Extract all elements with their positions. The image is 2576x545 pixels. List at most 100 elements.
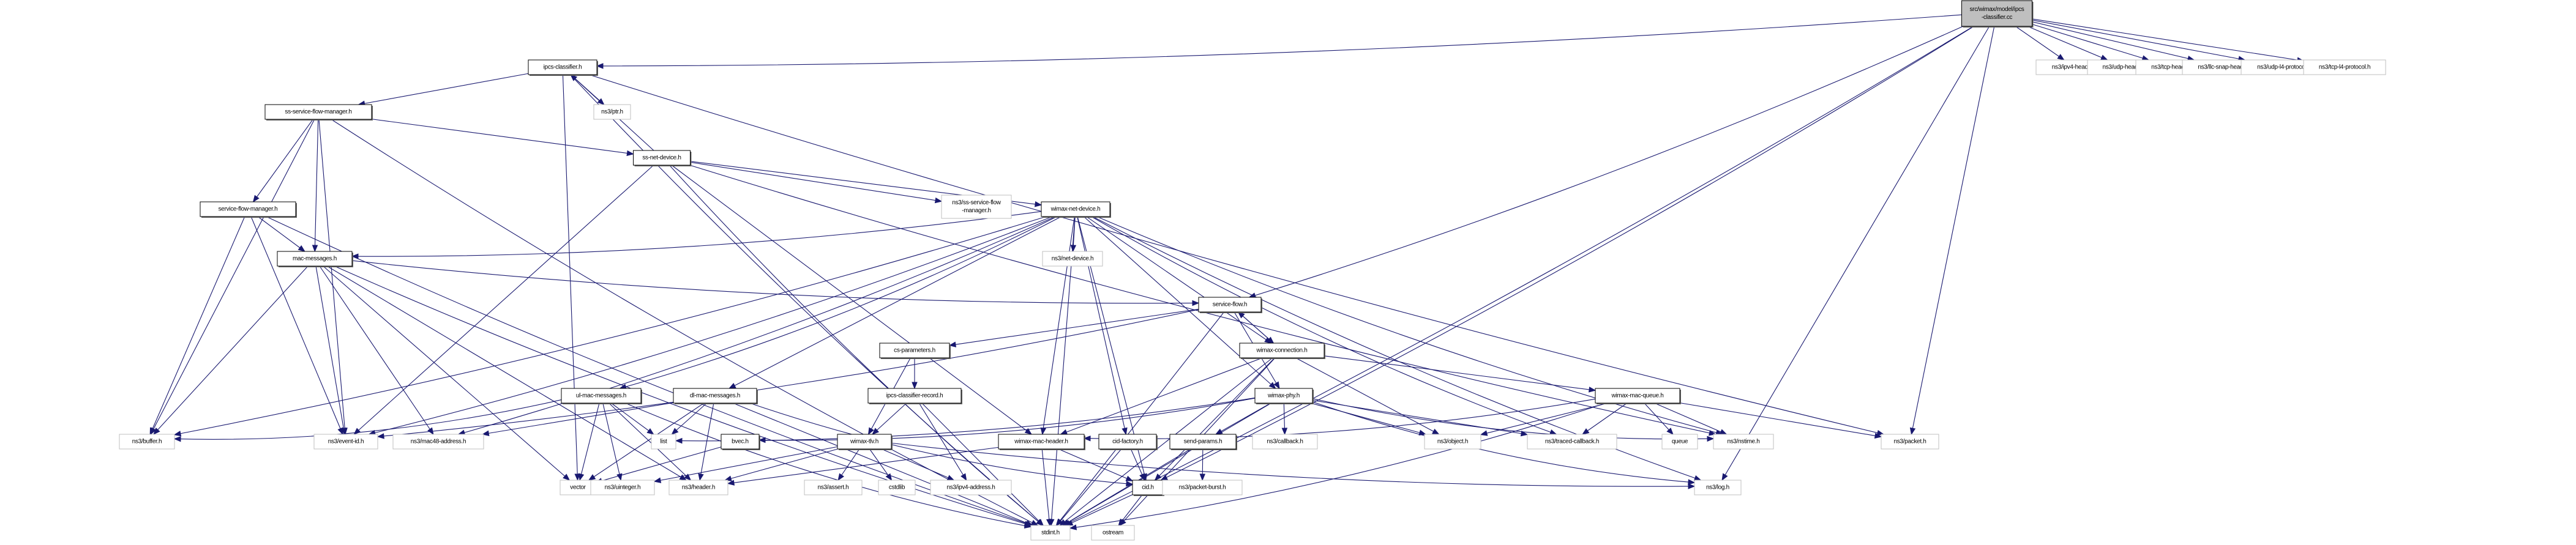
node-wimax-mac-queue-h[interactable]: wimax-mac-queue.h xyxy=(1595,388,1681,404)
edge-wimax_net_device_h-to-wimax_mac_header_h xyxy=(1042,216,1075,435)
node-box xyxy=(1694,480,1742,495)
edge-wimax_mac_header_h-to-stdint_h xyxy=(1041,448,1050,526)
node-box xyxy=(590,480,655,495)
node-label: src/wimax/model/ipcs xyxy=(1969,6,2024,13)
node-label: cid-factory.h xyxy=(1112,439,1143,445)
arrowhead-icon xyxy=(885,473,893,481)
edge-ss_net_device_h-to-ns3_event_id_h xyxy=(353,165,654,435)
node-ns3-net-device-h: ns3/net-device.h xyxy=(1042,251,1103,267)
node-ss-net-device-h[interactable]: ss-net-device.h xyxy=(633,150,692,166)
edge-mac_messages_h-to-ns3_buffer_h xyxy=(153,265,309,435)
node-label: ns3/udp-l4-protocol.h xyxy=(2257,64,2311,71)
node-queue: queue xyxy=(1661,434,1698,450)
node-ns3-assert-h: ns3/assert.h xyxy=(804,480,863,495)
node-send-params-h[interactable]: send-params.h xyxy=(1169,434,1237,450)
node-wimax-connection-h[interactable]: wimax-connection.h xyxy=(1239,343,1325,359)
node-ul-mac-messages-h[interactable]: ul-mac-messages.h xyxy=(561,388,642,404)
node-cid-h[interactable]: cid.h xyxy=(1132,480,1164,496)
node-label: ns3/udp-header.h xyxy=(2102,64,2147,71)
arrowhead-icon xyxy=(872,428,880,435)
node-box xyxy=(1162,480,1243,495)
arrowhead-icon xyxy=(727,480,735,486)
node-box xyxy=(930,480,1012,495)
node-box xyxy=(277,251,353,267)
arrowhead-icon xyxy=(1688,483,1696,489)
node-ipcs-classifier-record-h[interactable]: ipcs-classifier-record.h xyxy=(867,388,962,404)
edge-dl_mac_messages_h-to-stdint_h xyxy=(733,402,1033,526)
edge-bvec_h-to-vector xyxy=(595,447,722,483)
arrowhead-icon xyxy=(646,428,654,435)
node-cstdlib: cstdlib xyxy=(878,480,916,495)
node-mac-messages-h[interactable]: mac-messages.h xyxy=(277,251,353,267)
node-service-flow-h[interactable]: service-flow.h xyxy=(1198,297,1262,313)
node-wimax-tlv-h[interactable]: wimax-tlv.h xyxy=(837,434,893,450)
node-label: wimax-net-device.h xyxy=(1050,206,1101,213)
arrowhead-icon xyxy=(1069,524,1077,530)
arrowhead-icon xyxy=(1083,436,1091,442)
node-box xyxy=(1881,434,1939,450)
arrowhead-icon xyxy=(351,253,359,259)
edge-send_params_h-to-stdint_h xyxy=(1062,448,1191,526)
node-box xyxy=(1961,0,2032,27)
edge-ipcs_classifier_h-to-ns3_packet_h xyxy=(588,74,1884,435)
arrowhead-icon xyxy=(596,63,604,69)
node-box xyxy=(561,388,642,404)
arrowhead-icon xyxy=(1046,519,1052,527)
edge-wimax_phy_h-to-ns3_log_h xyxy=(1312,401,1695,483)
node-label: ns3/tcp-header.h xyxy=(2151,64,2194,71)
node-cid-factory-h[interactable]: cid-factory.h xyxy=(1098,434,1158,450)
node-label: wimax-connection.h xyxy=(1256,347,1308,354)
node-root[interactable]: src/wimax/model/ipcs-classifier.cc xyxy=(1961,0,2034,28)
edge-wimax_connection_h-to-ns3_object_h xyxy=(1295,357,1439,435)
node-wimax-phy-h[interactable]: wimax-phy.h xyxy=(1254,388,1314,404)
node-wimax-mac-header-h[interactable]: wimax-mac-header.h xyxy=(998,434,1085,450)
edge-ipcs_classifier_record_h-to-stdint_h xyxy=(921,402,1044,526)
node-ns3-nstime-h: ns3/nstime.h xyxy=(1713,434,1774,450)
node-dl-mac-messages-h[interactable]: dl-mac-messages.h xyxy=(673,388,758,404)
arrowhead-icon xyxy=(1025,520,1033,526)
node-label: ns3/log.h xyxy=(1706,484,1729,491)
edge-wimax_phy_h-to-stdint_h xyxy=(1063,402,1271,526)
arrowhead-icon xyxy=(626,150,634,157)
edge-wimax_tlv_h-to-ns3_log_h xyxy=(891,442,1695,487)
arrowhead-icon xyxy=(1582,428,1590,435)
node-label: cs-parameters.h xyxy=(894,347,935,354)
arrowhead-icon xyxy=(1192,300,1200,306)
node-bvec-h[interactable]: bvec.h xyxy=(721,434,760,450)
node-label: service-flow-manager.h xyxy=(219,206,278,213)
edge-mac_messages_h-to-stdint_h xyxy=(334,265,1032,526)
edge-service_flow_h-to-stdint_h xyxy=(1055,311,1225,526)
node-label: ns3/ptr.h xyxy=(601,109,623,116)
node-label: ns3/uinteger.h xyxy=(605,484,641,491)
edge-service_flow_h-to-ns3_event_id_h xyxy=(377,309,1199,437)
arrowhead-icon xyxy=(1480,430,1488,436)
node-label: ipcs-classifier-record.h xyxy=(886,393,943,399)
edge-ul_mac_messages_h-to-vector xyxy=(579,402,600,481)
arrowhead-icon xyxy=(1040,427,1046,436)
node-cs-parameters-h[interactable]: cs-parameters.h xyxy=(879,343,951,359)
node-label: -classifier.cc xyxy=(1982,14,2013,21)
edge-wimax_mac_header_h-to-ns3_header_h xyxy=(727,447,999,484)
node-service-flow-manager-h[interactable]: service-flow-manager.h xyxy=(200,201,297,218)
node-label: list xyxy=(660,439,667,445)
arrowhead-icon xyxy=(724,475,732,481)
node-box xyxy=(593,104,631,120)
arrowhead-icon xyxy=(1588,387,1597,393)
arrowhead-icon xyxy=(1121,427,1128,436)
node-label: ns3/packet.h xyxy=(1893,439,1926,445)
edge-wimax_net_device_h-to-wimax_phy_h xyxy=(1084,216,1276,389)
node-ss-service-flow-manager-h[interactable]: ss-service-flow-manager.h xyxy=(264,104,373,120)
edge-ipcs_classifier_h-to-ss_service_flow_manager_h xyxy=(358,73,529,105)
node-label: ns3/net-device.h xyxy=(1052,256,1094,262)
arrowhead-icon xyxy=(376,433,384,439)
node-ns3-callback-h: ns3/callback.h xyxy=(1252,434,1318,450)
node-box xyxy=(1091,525,1135,541)
edge-wimax_net_device_h-to-mac_messages_h xyxy=(351,211,1042,257)
node-ipcs-classifier-h[interactable]: ipcs-classifier.h xyxy=(528,59,598,76)
node-wimax-net-device-h[interactable]: wimax-net-device.h xyxy=(1041,201,1111,218)
node-box xyxy=(673,388,757,404)
edge-service_flow_manager_h-to-mac_messages_h xyxy=(257,216,305,252)
node-label: bvec.h xyxy=(732,439,749,445)
node-box xyxy=(1198,297,1262,313)
arrowhead-icon xyxy=(616,473,623,481)
